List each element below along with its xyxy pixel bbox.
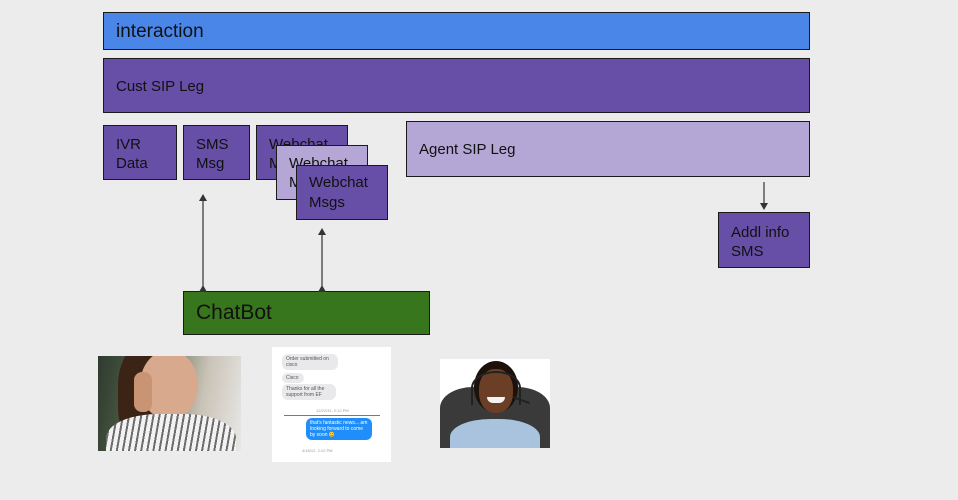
agent-sip-leg-label: Agent SIP Leg [419,141,516,158]
chat-timestamp-1: 12/22/31, 2:12 PM [316,408,349,413]
photo-shirt-shape [106,414,236,451]
photo-hand-phone-shape [134,372,152,412]
chatbot-box: ChatBot [183,291,430,335]
chat-divider [284,415,380,416]
sms-msg-label-line1: SMS [196,136,229,153]
chat-bubble-incoming-3: Thanks for all the support from EF [282,384,336,400]
webchat-front-label-line2: Msgs [309,194,345,211]
agent-sip-leg-box: Agent SIP Leg [406,121,810,177]
headset-icon [471,371,521,405]
cust-sip-leg-box: Cust SIP Leg [103,58,810,113]
addl-info-sms-box: Addl info SMS [718,212,810,268]
interaction-label: interaction [116,21,204,42]
woman-on-phone-photo [98,356,241,451]
chat-bubble-incoming-2: Cisco [282,373,304,383]
interaction-box: interaction [103,12,810,50]
sms-msg-box: SMS Msg [183,125,250,180]
ivr-data-label-line2: Data [116,155,148,172]
chatbot-label: ChatBot [196,301,272,324]
photo-agent-body-shape [450,419,540,448]
webchat-front-label-line1: Webchat [309,174,368,191]
chat-bubble-outgoing: that's fantastic news... am looking forw… [306,418,372,440]
ivr-data-label-line1: IVR [116,136,142,153]
cust-sip-leg-label: Cust SIP Leg [116,78,205,95]
call-center-agent-photo [440,359,550,448]
ivr-data-box: IVR Data [103,125,177,180]
sms-msg-label-line2: Msg [196,155,225,172]
addl-info-sms-label-line1: Addl info [731,224,790,241]
chat-conversation-screenshot: Order submitted on cisco Cisco Thanks fo… [272,347,391,462]
addl-info-sms-label-line2: SMS [731,243,764,260]
chat-timestamp-2: 4/18/12, 2:12 PM [302,448,333,453]
chat-bubble-incoming-1: Order submitted on cisco [282,354,338,370]
webchat-msgs-box-front: Webchat Msgs [296,165,388,220]
